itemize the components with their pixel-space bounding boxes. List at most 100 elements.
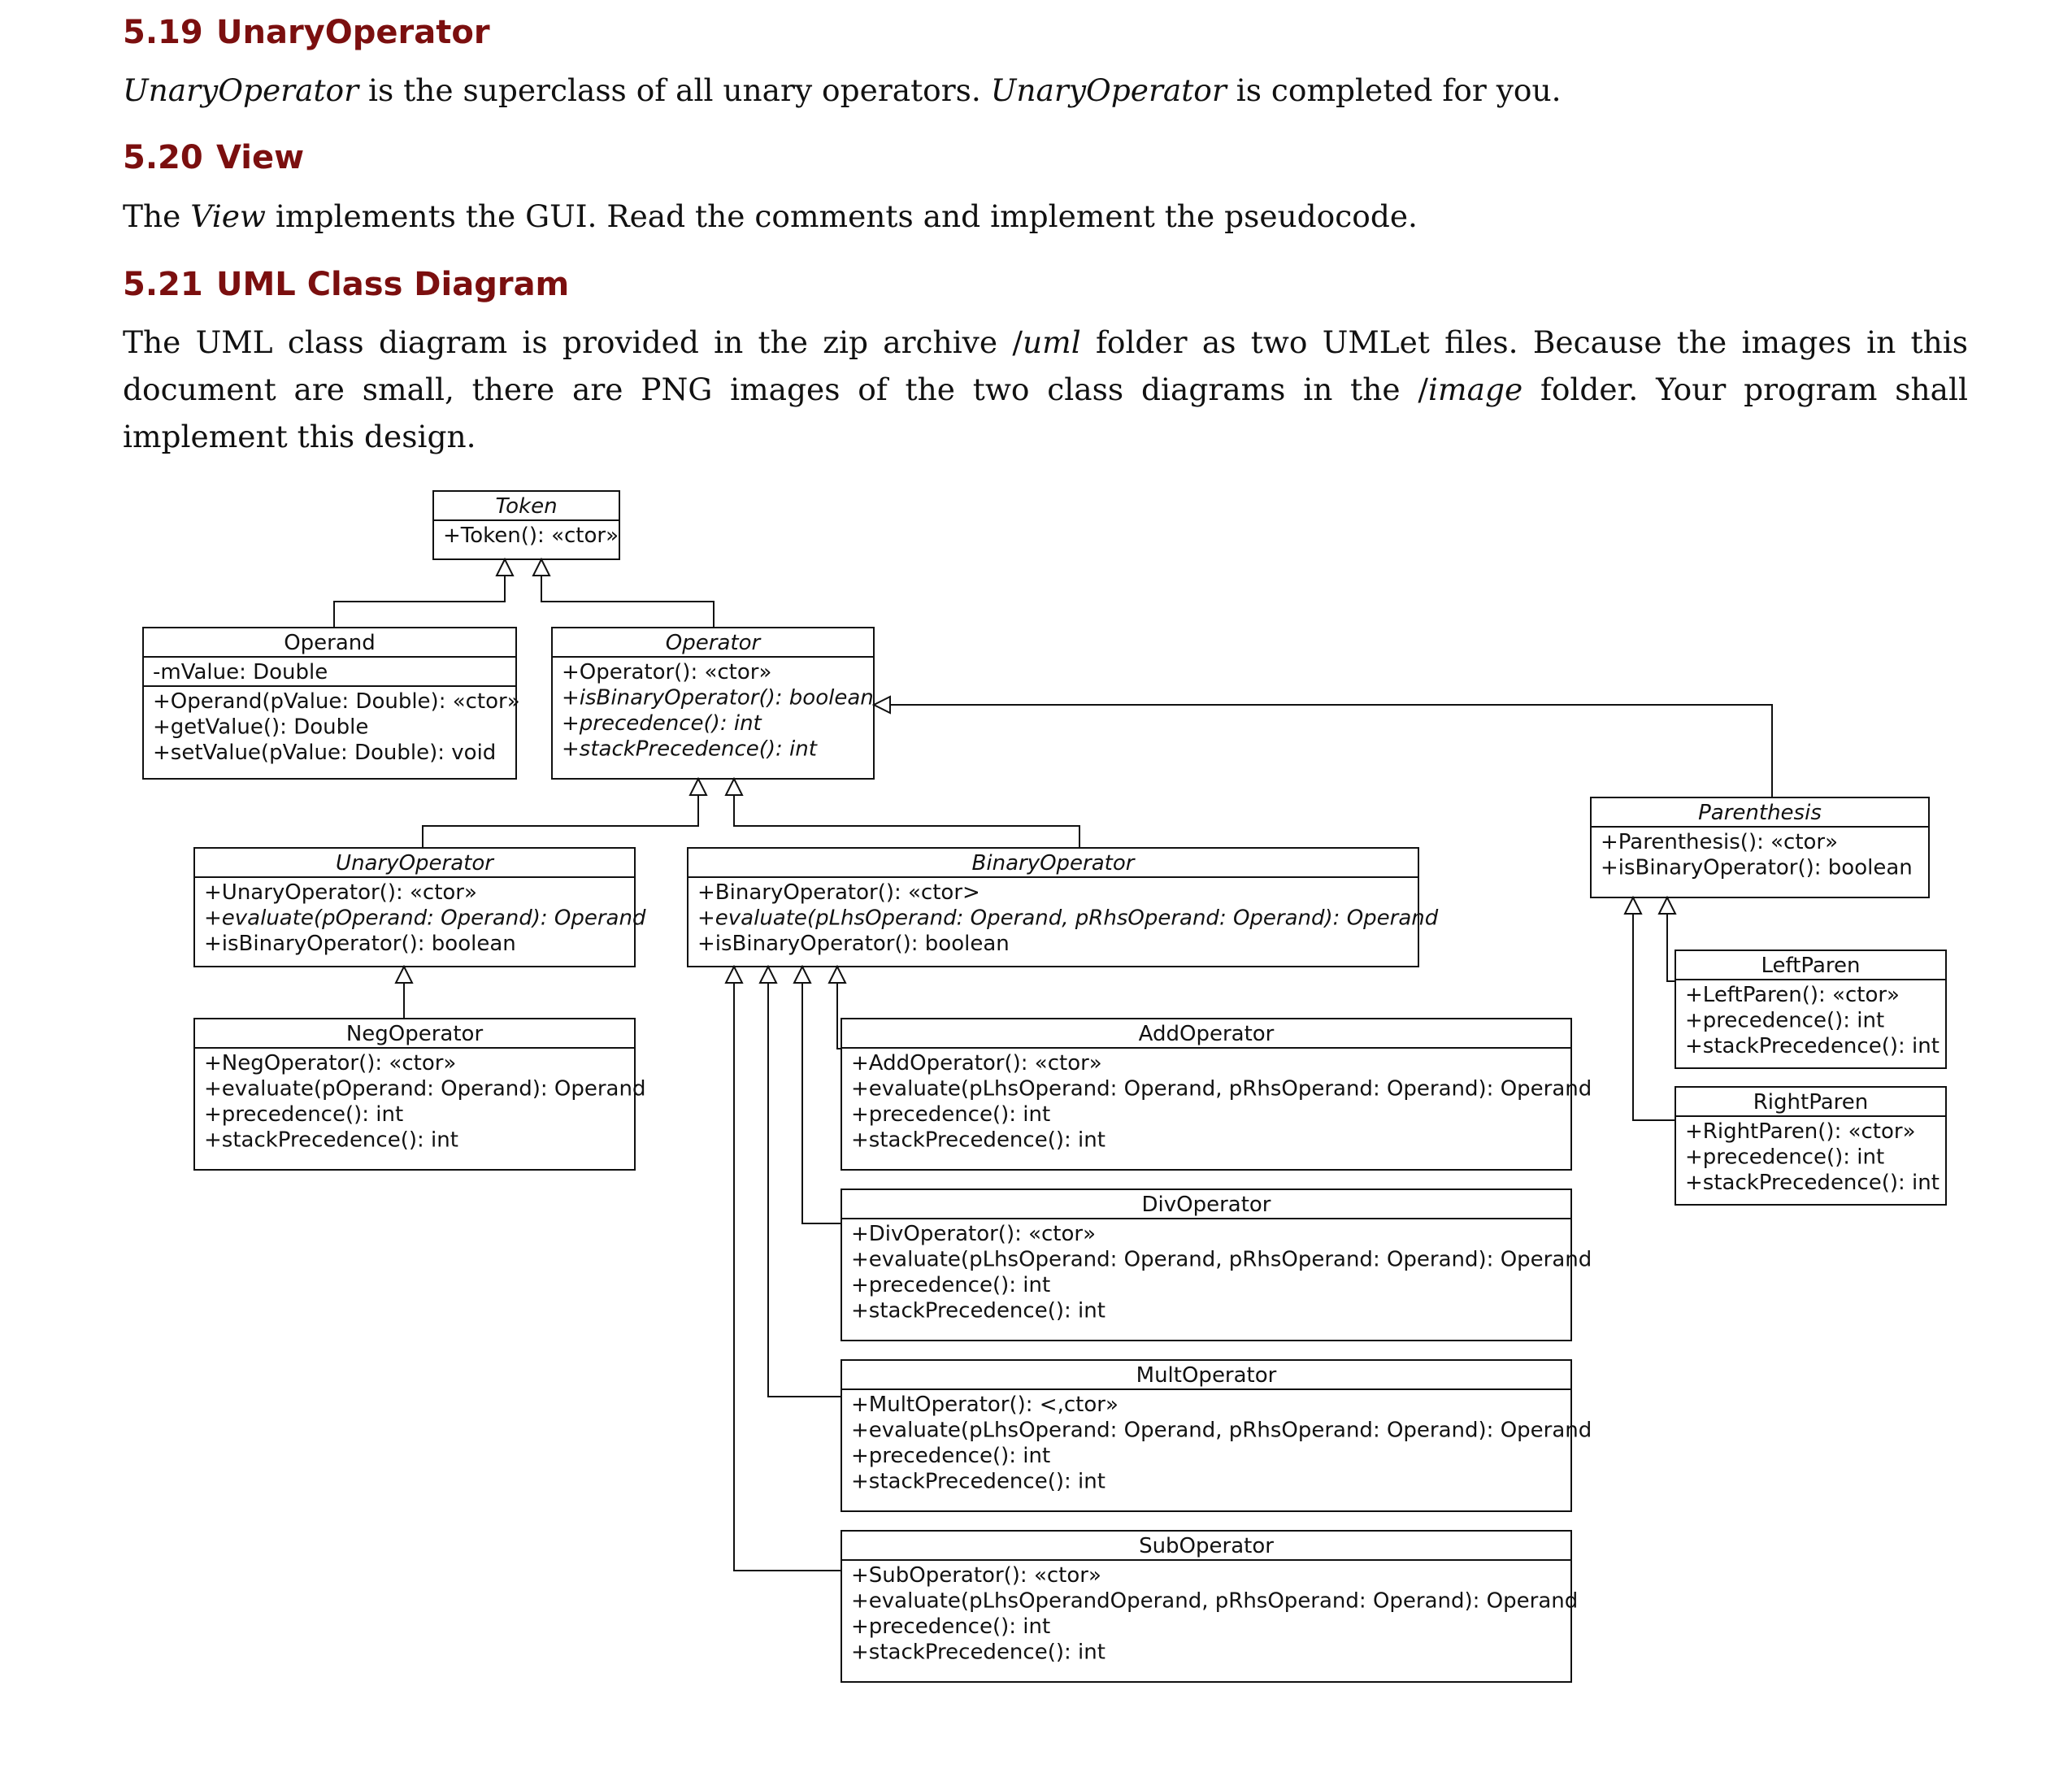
section-paragraph-view: The View implements the GUI. Read the co… [123, 193, 1968, 240]
class-box [841, 1189, 1572, 1341]
inheritance-arrowhead [532, 557, 551, 576]
generalization-suboperator-to-binaryoperator [724, 964, 841, 1571]
class-member: +evaluate(pOperand: Operand): Operand [204, 906, 646, 931]
inheritance-arrowhead [758, 964, 778, 984]
class-member: +evaluate(pLhsOperand: Operand, pRhsOper… [697, 906, 1439, 931]
inheritance-arrowhead [793, 964, 812, 984]
class-member: +precedence(): int [562, 711, 762, 736]
class-negoperator: NegOperator+NegOperator(): «ctor»+evalua… [193, 1018, 645, 1171]
inheritance-arrowhead [724, 964, 744, 984]
class-member: +setValue(pValue: Double): void [153, 741, 496, 765]
class-member: +getValue(): Double [153, 715, 368, 740]
class-member: +evaluate(pLhsOperand: Operand, pRhsOper… [851, 1419, 1592, 1443]
inheritance-line [884, 704, 1773, 797]
emphasis-text: UnaryOperator [123, 72, 359, 108]
class-member: +isBinaryOperator(): boolean [562, 686, 874, 711]
class-addoperator: AddOperator+AddOperator(): «ctor»+evalua… [841, 1018, 1592, 1171]
class-name: Parenthesis [1698, 801, 1822, 825]
generalization-operator-to-token [532, 557, 715, 628]
generalization-divoperator-to-binaryoperator [793, 964, 841, 1224]
inheritance-line [836, 976, 841, 1049]
class-member: +DivOperator(): «ctor» [851, 1222, 1096, 1246]
paragraph-text: The UML class diagram is provided in the… [123, 324, 1023, 360]
class-member: +precedence(): int [851, 1614, 1050, 1639]
class-member: +NegOperator(): «ctor» [204, 1051, 456, 1076]
class-member: +stackPrecedence(): int [851, 1128, 1106, 1153]
emphasis-text: uml [1022, 324, 1081, 360]
class-token: Token+Token(): «ctor» [432, 490, 620, 560]
inheritance-arrowhead [394, 964, 414, 984]
inheritance-line [1666, 907, 1675, 982]
class-leftparen: LeftParen +LeftParen(): «ctor»+precedence… [1675, 950, 1947, 1069]
section-paragraph-uml-class-diagram: The UML class diagram is provided in the… [123, 319, 1968, 460]
class-member: +stackPrecedence(): int [1685, 1034, 1940, 1058]
class-member: +MultOperator(): <,ctor» [851, 1393, 1119, 1417]
class-member: +RightParen(): «ctor» [1685, 1119, 1916, 1144]
generalization-operand-to-token [333, 557, 515, 628]
class-member: -mValue: Double [153, 660, 328, 684]
generalization-leftparen-to-parenthesis [1657, 895, 1677, 982]
class-member: +stackPrecedence(): int [1685, 1171, 1940, 1195]
class-box [193, 1018, 636, 1171]
class-member: +Token(): «ctor» [443, 524, 619, 548]
class-member: +precedence(): int [1685, 1009, 1884, 1033]
inheritance-line [333, 569, 506, 628]
emphasis-text: View [190, 198, 266, 234]
class-member: +stackPrecedence(): int [562, 737, 818, 762]
generalization-unaryoperator-to-operator [422, 776, 708, 848]
section-title: UnaryOperator [216, 14, 490, 51]
generalization-parenthesis-to-operator [871, 695, 1773, 797]
class-box [1590, 797, 1930, 898]
class-parenthesis: Parenthesis +Parenthesis(): «ctor»+isBina… [1590, 797, 1930, 898]
class-name: Operand [284, 631, 376, 655]
inheritance-arrowhead [1657, 895, 1677, 915]
inheritance-arrowhead [1623, 895, 1643, 915]
class-member: +UnaryOperator(): «ctor» [204, 880, 477, 905]
section-paragraph-unaryoperator: UnaryOperator is the superclass of all u… [123, 67, 1968, 114]
class-member: +isBinaryOperator(): boolean [1601, 856, 1913, 880]
class-member: +precedence(): int [204, 1102, 403, 1127]
inheritance-line [733, 789, 1080, 848]
inheritance-line [1632, 907, 1675, 1121]
section-number: 5.19 [123, 14, 203, 51]
class-name: RightParen [1753, 1090, 1869, 1115]
class-box [551, 627, 875, 780]
emphasis-text: UnaryOperator [990, 72, 1227, 108]
emphasis-text: image [1428, 372, 1523, 407]
class-member: +Parenthesis(): «ctor» [1601, 830, 1838, 854]
paragraph-text: folder as two UMLet files. Because the i… [123, 324, 1969, 407]
class-member: +stackPrecedence(): int [851, 1299, 1106, 1323]
inheritance-arrowhead [495, 557, 515, 576]
paragraph-text: The [123, 198, 191, 234]
inheritance-line [422, 789, 699, 848]
inheritance-arrowhead [724, 776, 744, 796]
class-unaryoperator: UnaryOperator +UnaryOperator(): «ctor»+ev… [193, 847, 646, 967]
class-name: BinaryOperator [972, 851, 1136, 876]
class-member: +LeftParen(): «ctor» [1685, 983, 1900, 1007]
generalization-binaryoperator-to-operator [724, 776, 1080, 848]
generalization-multoperator-to-binaryoperator [758, 964, 841, 1397]
class-member: +isBinaryOperator(): boolean [697, 932, 1010, 956]
inheritance-arrowhead [688, 776, 708, 796]
inheritance-line [767, 976, 841, 1397]
class-box [841, 1530, 1572, 1683]
class-suboperator: SubOperator+SubOperator(): «ctor»+evalua… [841, 1530, 1578, 1683]
class-binaryoperator: BinaryOperator+BinaryOperator(): «ctor>+… [687, 847, 1439, 967]
class-box [687, 847, 1419, 967]
class-divoperator: DivOperator+DivOperator(): «ctor»+evalua… [841, 1189, 1592, 1341]
class-member: +evaluate(pLhsOperand: Operand, pRhsOper… [851, 1077, 1592, 1102]
section-title: View [216, 139, 305, 176]
class-name: SubOperator [1139, 1534, 1274, 1558]
paragraph-text: is the superclass of all unary operators… [358, 72, 991, 108]
class-member: +SubOperator(): «ctor» [851, 1563, 1101, 1588]
class-name: NegOperator [346, 1022, 484, 1046]
class-name: LeftParen [1761, 954, 1861, 978]
class-member: +stackPrecedence(): int [204, 1128, 458, 1153]
class-name: DivOperator [1141, 1193, 1271, 1217]
class-name: UnaryOperator [336, 851, 495, 876]
class-box [193, 847, 636, 967]
inheritance-line [801, 976, 841, 1224]
